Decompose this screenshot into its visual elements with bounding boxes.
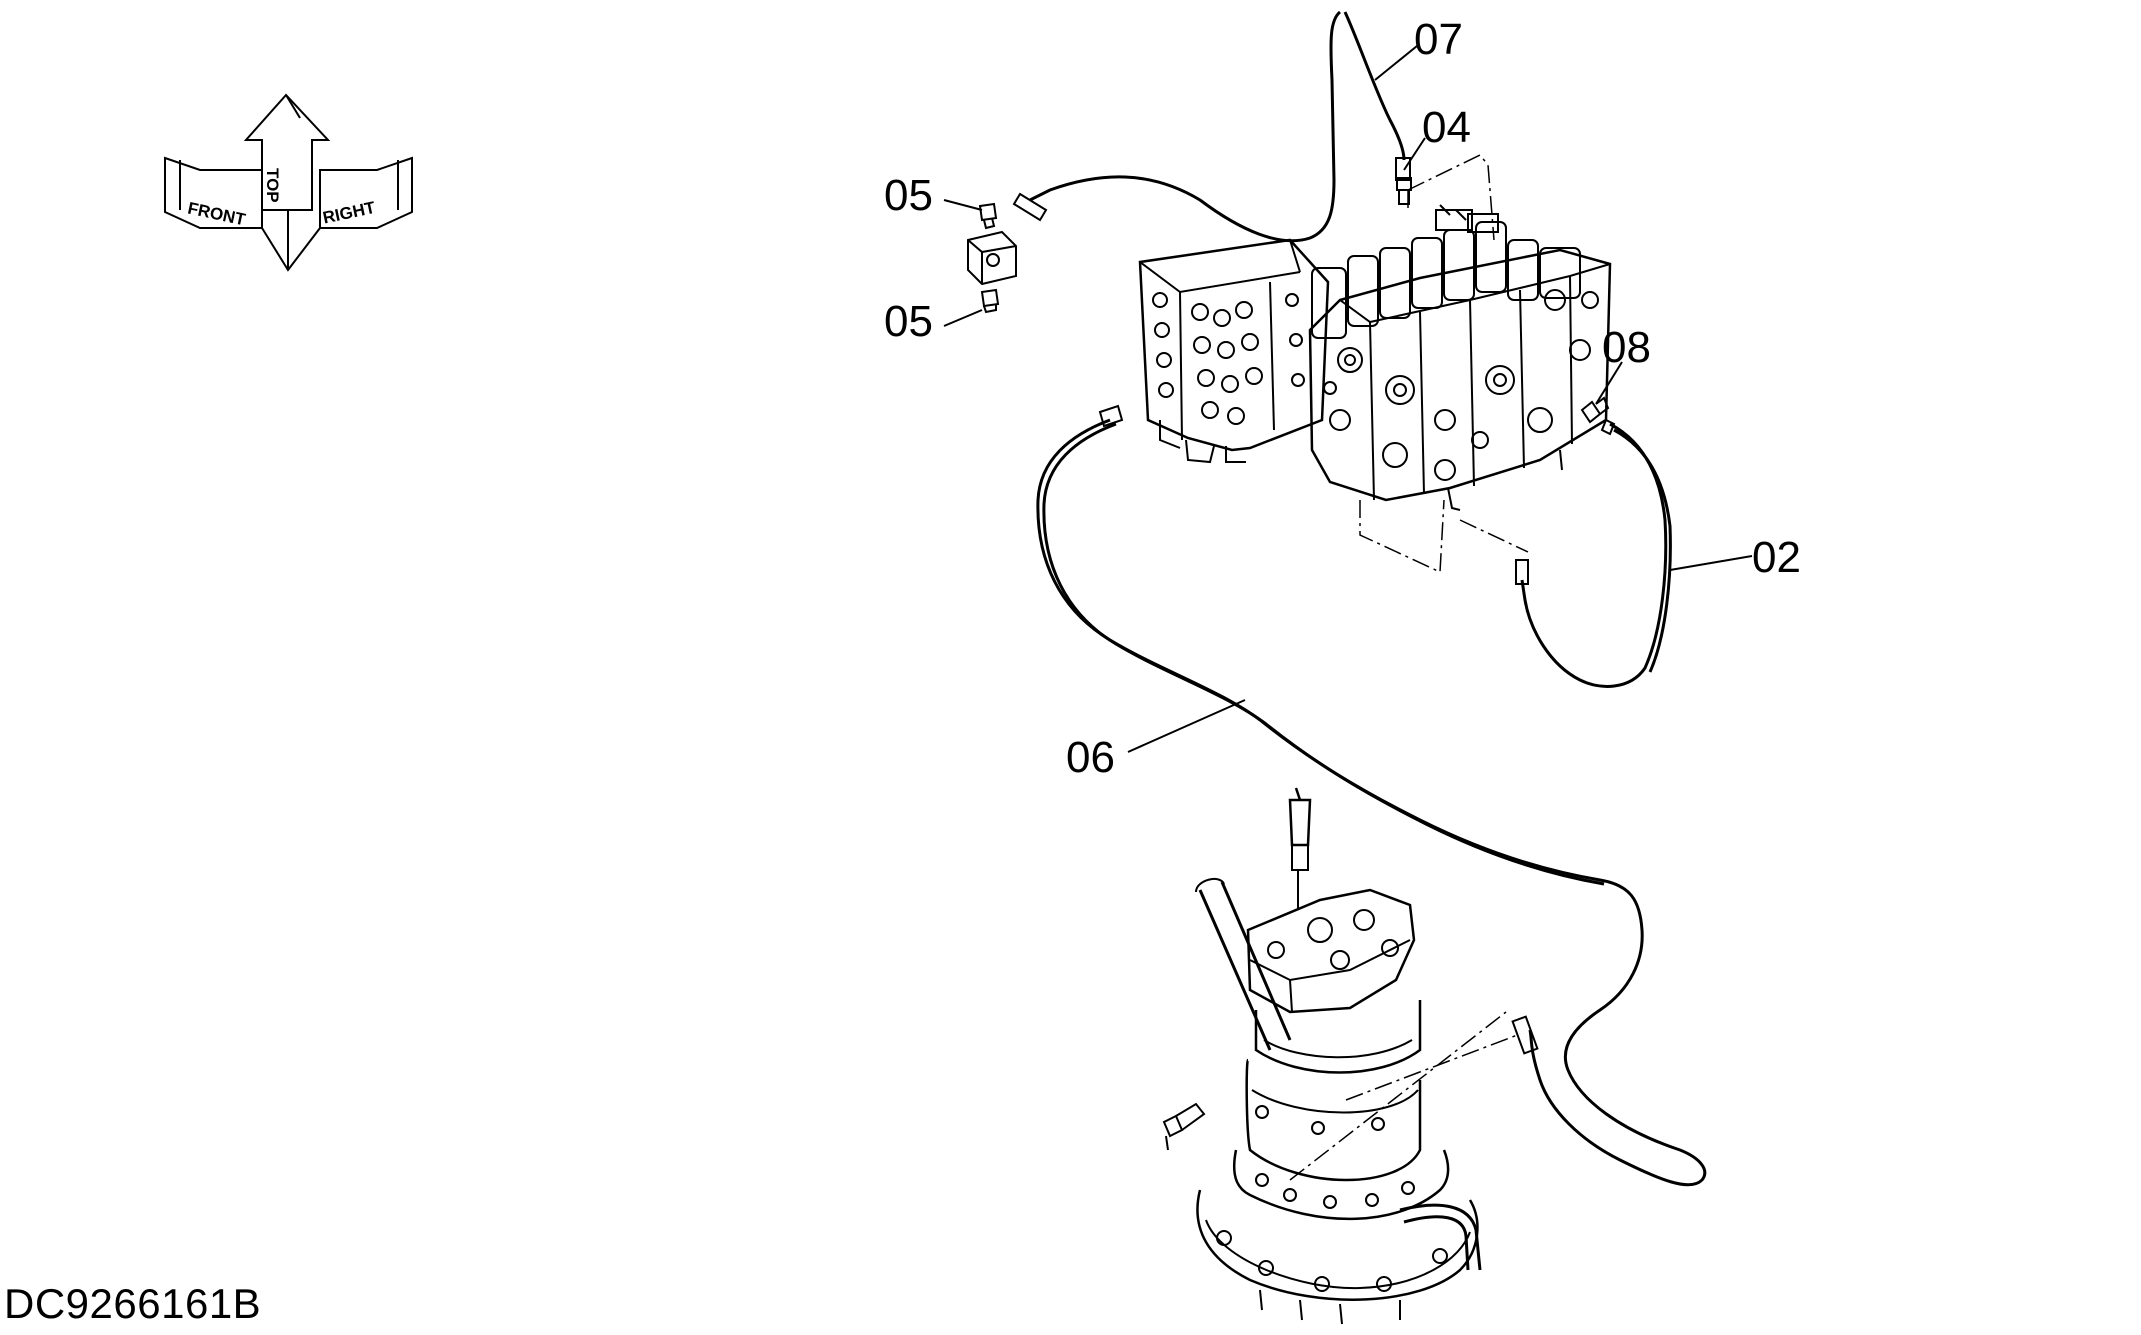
valve-ports (1323, 289, 1599, 481)
construction-lines (1289, 154, 1529, 1181)
valve-bolt-grid (1152, 292, 1305, 425)
fitting-block-05 (967, 202, 1017, 314)
callout-08: 08 (1602, 323, 1651, 372)
document-id: DC9266161B (4, 1280, 262, 1327)
control-valve (1138, 204, 1612, 511)
leader-lines (943, 45, 1753, 753)
hose-07 (1012, 10, 1411, 243)
hose-06 (1036, 404, 1707, 1187)
fitting-08 (1580, 396, 1610, 424)
callout-05-upper: 05 (884, 171, 933, 220)
callout-02: 02 (1752, 533, 1801, 582)
callout-05-lower: 05 (884, 297, 933, 346)
callout-04: 04 (1422, 103, 1471, 152)
swing-motor (1162, 787, 1482, 1325)
orientation-top-label: TOP (263, 168, 282, 203)
fitting-04 (1396, 177, 1412, 205)
orientation-right-label: RIGHT (321, 198, 377, 228)
hose-02 (1515, 418, 1672, 688)
valve-spool-caps (1311, 204, 1581, 339)
orientation-indicator: FRONT RIGHT TOP (164, 93, 413, 272)
callout-06: 06 (1066, 733, 1115, 782)
callout-07: 07 (1414, 15, 1463, 64)
